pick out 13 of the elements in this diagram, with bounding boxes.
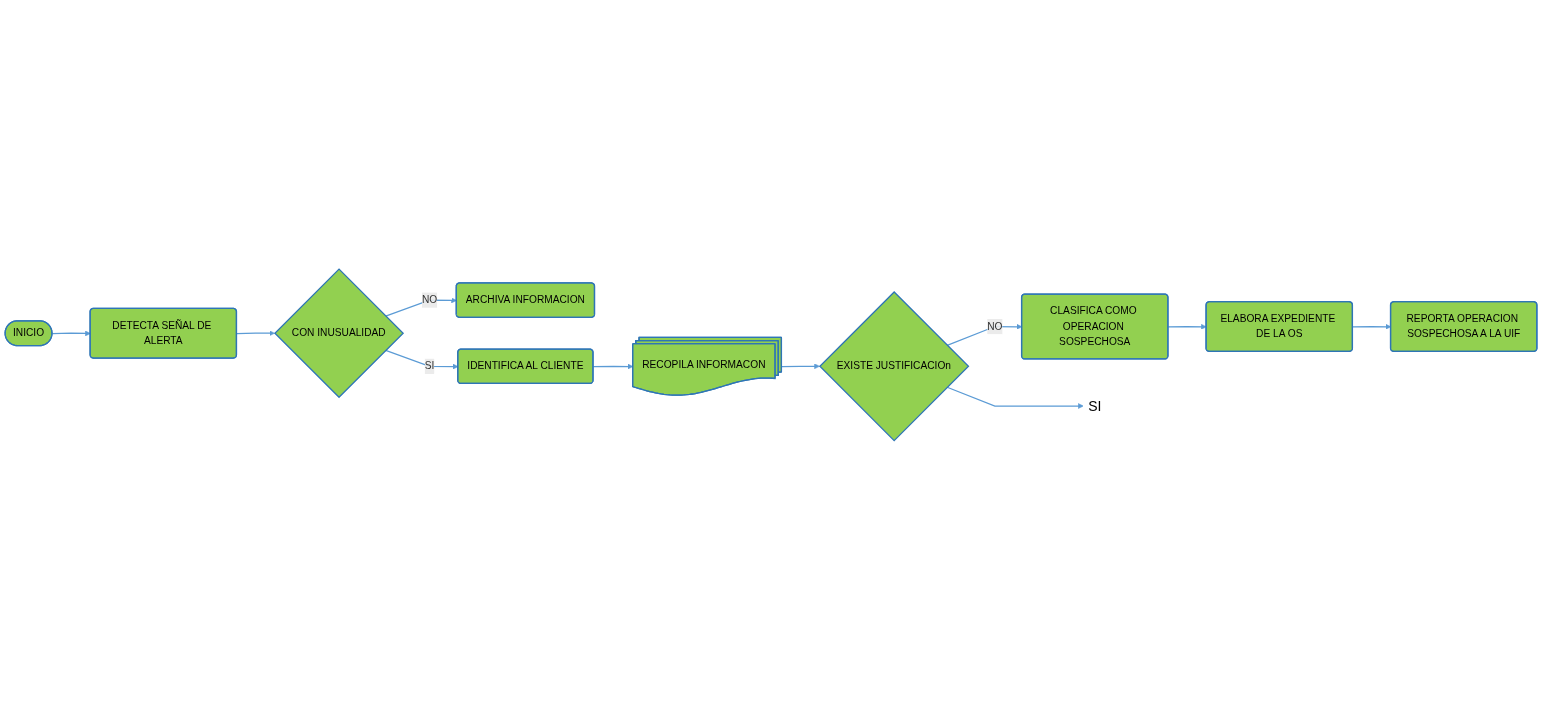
edge-label: NO xyxy=(421,294,438,305)
node-text: SI xyxy=(1088,397,1102,414)
arrow xyxy=(781,363,820,369)
arrow xyxy=(236,330,275,336)
edge-label: SI xyxy=(424,360,435,372)
arrow xyxy=(946,386,1084,409)
arrow xyxy=(1167,323,1207,330)
arrow xyxy=(51,330,91,336)
arrow xyxy=(385,297,457,317)
node-diamond xyxy=(819,290,970,442)
node-diamond xyxy=(274,267,405,398)
edge-label: NO xyxy=(987,320,1003,332)
arrow xyxy=(592,363,634,369)
